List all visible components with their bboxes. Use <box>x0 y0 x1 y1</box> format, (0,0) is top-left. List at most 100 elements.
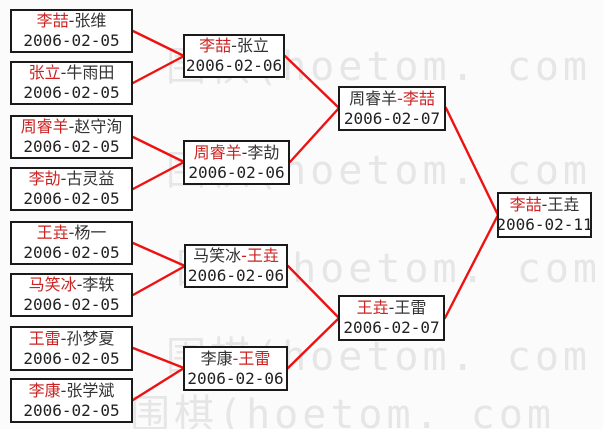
match-date: 2006-02-05 <box>23 400 120 420</box>
player-name: 李喆 <box>199 36 232 55</box>
player-name: 李康 <box>28 380 61 400</box>
name-separator: - <box>397 88 403 108</box>
match-players: 周睿羊-李劼 <box>194 143 280 163</box>
bracket-line <box>131 241 187 268</box>
match-date: 2006-02-05 <box>23 31 120 50</box>
match-players: 王垚-王雷 <box>357 298 427 318</box>
player-name: 张学斌 <box>66 380 115 400</box>
match-players: 李喆-张立 <box>199 36 269 56</box>
match-box-round2-3: 马笑冰-王垚 2006-02-06 <box>184 244 288 288</box>
match-box-semifinal-2: 王垚-王雷 2006-02-07 <box>338 295 445 341</box>
match-date: 2006-02-05 <box>23 83 120 102</box>
name-separator: - <box>68 223 75 242</box>
match-date: 2006-02-06 <box>187 266 285 285</box>
match-date: 2006-02-05 <box>23 243 120 262</box>
name-separator: - <box>232 348 239 368</box>
name-separator: - <box>68 117 75 136</box>
match-date: 2006-02-05 <box>23 137 120 156</box>
match-box-final: 李喆-王垚 2006-02-11 <box>496 192 593 238</box>
player-name: 孙梦夏 <box>66 328 115 348</box>
match-date: 2006-02-06 <box>188 162 285 182</box>
name-separator: - <box>231 36 237 55</box>
player-name: 张立 <box>236 36 269 55</box>
bracket-line <box>131 29 186 58</box>
match-box-round2-2: 周睿羊-李劼 2006-02-06 <box>183 140 290 185</box>
player-name: 周睿羊 <box>193 142 242 162</box>
bracket-line <box>444 106 500 217</box>
player-name: 李康 <box>200 348 233 368</box>
player-name: 牛雨田 <box>66 63 115 82</box>
player-name: 周睿羊 <box>20 117 69 136</box>
match-date: 2006-02-06 <box>187 368 284 388</box>
name-separator: - <box>541 195 548 214</box>
match-players: 王垚-杨一 <box>37 223 107 243</box>
match-box-round2-1: 李喆-张立 2006-02-06 <box>183 34 285 78</box>
bracket-line <box>286 316 341 370</box>
name-separator: - <box>76 275 83 294</box>
match-players: 周睿羊-李喆 <box>349 89 435 109</box>
match-box-round1-8: 李康-张学斌 2006-02-05 <box>10 378 133 423</box>
match-date: 2006-02-07 <box>343 108 441 128</box>
match-date: 2006-02-05 <box>23 348 120 368</box>
bracket-line <box>131 264 187 297</box>
match-box-round2-4: 李康-王雷 2006-02-06 <box>183 346 288 391</box>
match-box-round1-5: 王垚-杨一 2006-02-05 <box>10 221 133 265</box>
player-name: 古灵益 <box>66 169 115 188</box>
match-date: 2006-02-05 <box>23 295 120 314</box>
name-separator: - <box>241 246 247 265</box>
name-separator: - <box>241 142 248 162</box>
player-name: 李劼 <box>28 169 61 188</box>
match-players: 马笑冰-王垚 <box>193 246 279 266</box>
player-name: 周睿羊 <box>349 88 398 108</box>
match-box-round1-2: 张立-牛雨田 2006-02-05 <box>10 61 133 105</box>
match-date: 2006-02-11 <box>496 215 593 234</box>
match-players: 王雷-孙梦夏 <box>29 329 115 349</box>
player-name: 王垚 <box>547 195 580 214</box>
match-box-round1-3: 周睿羊-赵守洵 2006-02-05 <box>10 115 133 159</box>
player-name: 王雷 <box>238 348 271 368</box>
match-players: 李康-张学斌 <box>29 381 115 401</box>
bracket-line <box>283 54 341 110</box>
bracket-line <box>286 264 341 320</box>
player-name: 王雷 <box>28 328 61 348</box>
player-name: 张立 <box>28 63 61 82</box>
match-players: 李喆-王垚 <box>510 195 580 215</box>
bracket-line <box>288 106 341 164</box>
player-name: 李劼 <box>247 142 280 162</box>
player-name: 马笑冰 <box>28 275 77 294</box>
name-separator: - <box>60 169 67 188</box>
match-box-round1-1: 李喆-张维 2006-02-05 <box>10 9 133 53</box>
bracket-line <box>443 213 500 320</box>
match-players: 马笑冰-李轶 <box>29 275 115 295</box>
bracket-line <box>131 366 186 402</box>
player-name: 王垚 <box>356 298 389 317</box>
bracket-line <box>131 346 186 370</box>
match-box-semifinal-1: 周睿羊-李喆 2006-02-07 <box>338 86 446 131</box>
name-separator: - <box>68 11 75 30</box>
match-players: 李劼-古灵益 <box>29 169 115 189</box>
player-name: 李喆 <box>36 11 69 30</box>
match-players: 周睿羊-赵守洵 <box>21 117 123 137</box>
player-name: 王垚 <box>36 223 69 242</box>
player-name: 杨一 <box>74 223 107 242</box>
player-name: 张维 <box>74 11 107 30</box>
match-date: 2006-02-05 <box>23 189 120 208</box>
match-box-round1-7: 王雷-孙梦夏 2006-02-05 <box>10 326 133 371</box>
name-separator: - <box>388 298 395 317</box>
player-name: 赵守洵 <box>74 117 123 136</box>
bracket-line <box>131 54 186 85</box>
match-players: 李喆-张维 <box>37 11 107 31</box>
player-name: 李轶 <box>82 275 115 294</box>
watermark-text: 围棋(hoetom. com <box>130 392 555 429</box>
match-date: 2006-02-06 <box>185 56 283 75</box>
player-name: 李喆 <box>509 195 542 214</box>
match-box-round1-6: 马笑冰-李轶 2006-02-05 <box>10 273 133 317</box>
player-name: 马笑冰 <box>193 246 242 265</box>
match-players: 李康-王雷 <box>201 349 271 369</box>
match-box-round1-4: 李劼-古灵益 2006-02-05 <box>10 167 133 211</box>
match-date: 2006-02-07 <box>343 318 440 337</box>
player-name: 王雷 <box>394 298 427 317</box>
bracket-line <box>131 135 186 164</box>
